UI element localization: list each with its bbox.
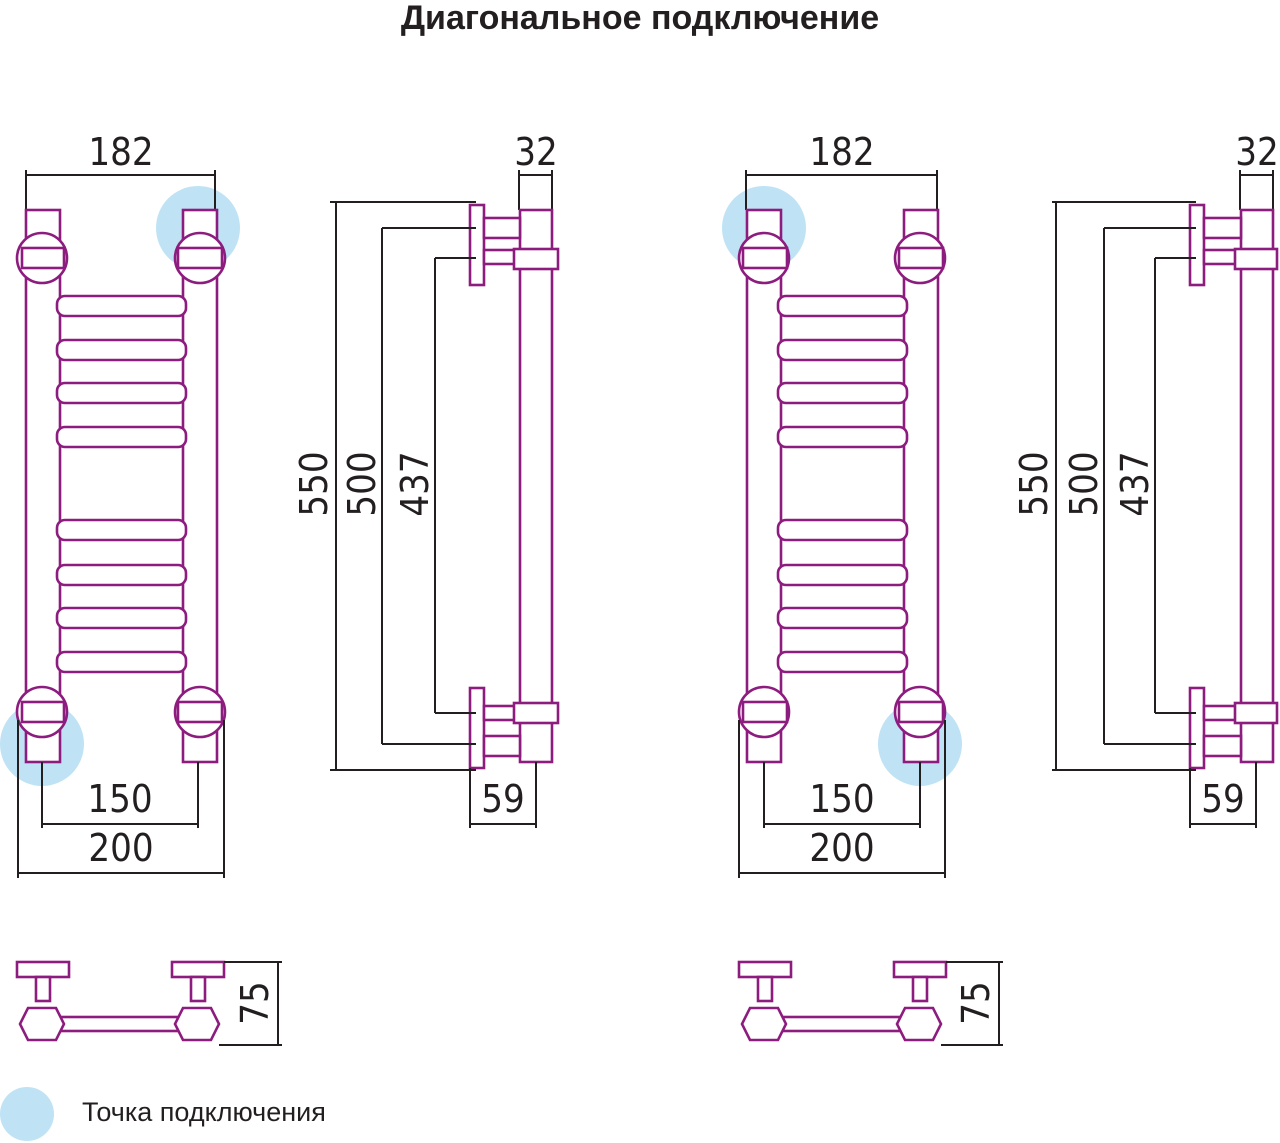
dim-overall-width: 200 bbox=[809, 826, 874, 870]
dim-wall-offset: 59 bbox=[1201, 777, 1245, 821]
dim-center-distance: 150 bbox=[87, 777, 152, 821]
upright-left bbox=[24, 208, 62, 764]
dim-overall-width: 200 bbox=[88, 826, 153, 870]
upright-right bbox=[181, 208, 219, 764]
dim-height-overall: 550 bbox=[292, 451, 336, 516]
fittings bbox=[15, 231, 227, 739]
legend-dot bbox=[0, 1087, 54, 1141]
front-view-left: 182 150 bbox=[0, 130, 240, 878]
dim-height-pipe: 500 bbox=[340, 451, 384, 516]
dim-depth-top: 32 bbox=[514, 130, 558, 174]
wall-plate-bottom bbox=[468, 686, 486, 770]
dim-wall-offset: 59 bbox=[481, 777, 525, 821]
front-view-right: 182 150 200 bbox=[722, 130, 962, 878]
legend-label: Точка подключения bbox=[82, 1097, 326, 1127]
side-pipe bbox=[518, 208, 554, 764]
dim-width-top: 182 bbox=[809, 130, 874, 174]
dim-height-overall: 550 bbox=[1012, 451, 1056, 516]
dim-center-height: 437 bbox=[393, 451, 437, 516]
top-view-right: 75 bbox=[737, 960, 1003, 1046]
dim-depth-top: 32 bbox=[1235, 130, 1279, 174]
side-view-right: 32 550 500 437 59 bbox=[1012, 130, 1279, 828]
dim-height-pipe: 500 bbox=[1062, 451, 1106, 516]
side-view-left: 32 550 500 437 59 bbox=[292, 130, 560, 828]
fittings bbox=[737, 231, 947, 739]
dim-center-distance: 150 bbox=[809, 777, 874, 821]
rungs bbox=[776, 294, 909, 674]
dim-center-height: 437 bbox=[1113, 451, 1157, 516]
top-view-left: 75 bbox=[15, 960, 282, 1046]
dim-projection: 75 bbox=[233, 981, 277, 1025]
rungs bbox=[55, 294, 188, 674]
dim-projection: 75 bbox=[954, 981, 998, 1025]
wall-plate-top bbox=[468, 203, 486, 287]
page-title: Диагональное подключение bbox=[400, 0, 880, 37]
dim-width-top: 182 bbox=[88, 130, 153, 174]
